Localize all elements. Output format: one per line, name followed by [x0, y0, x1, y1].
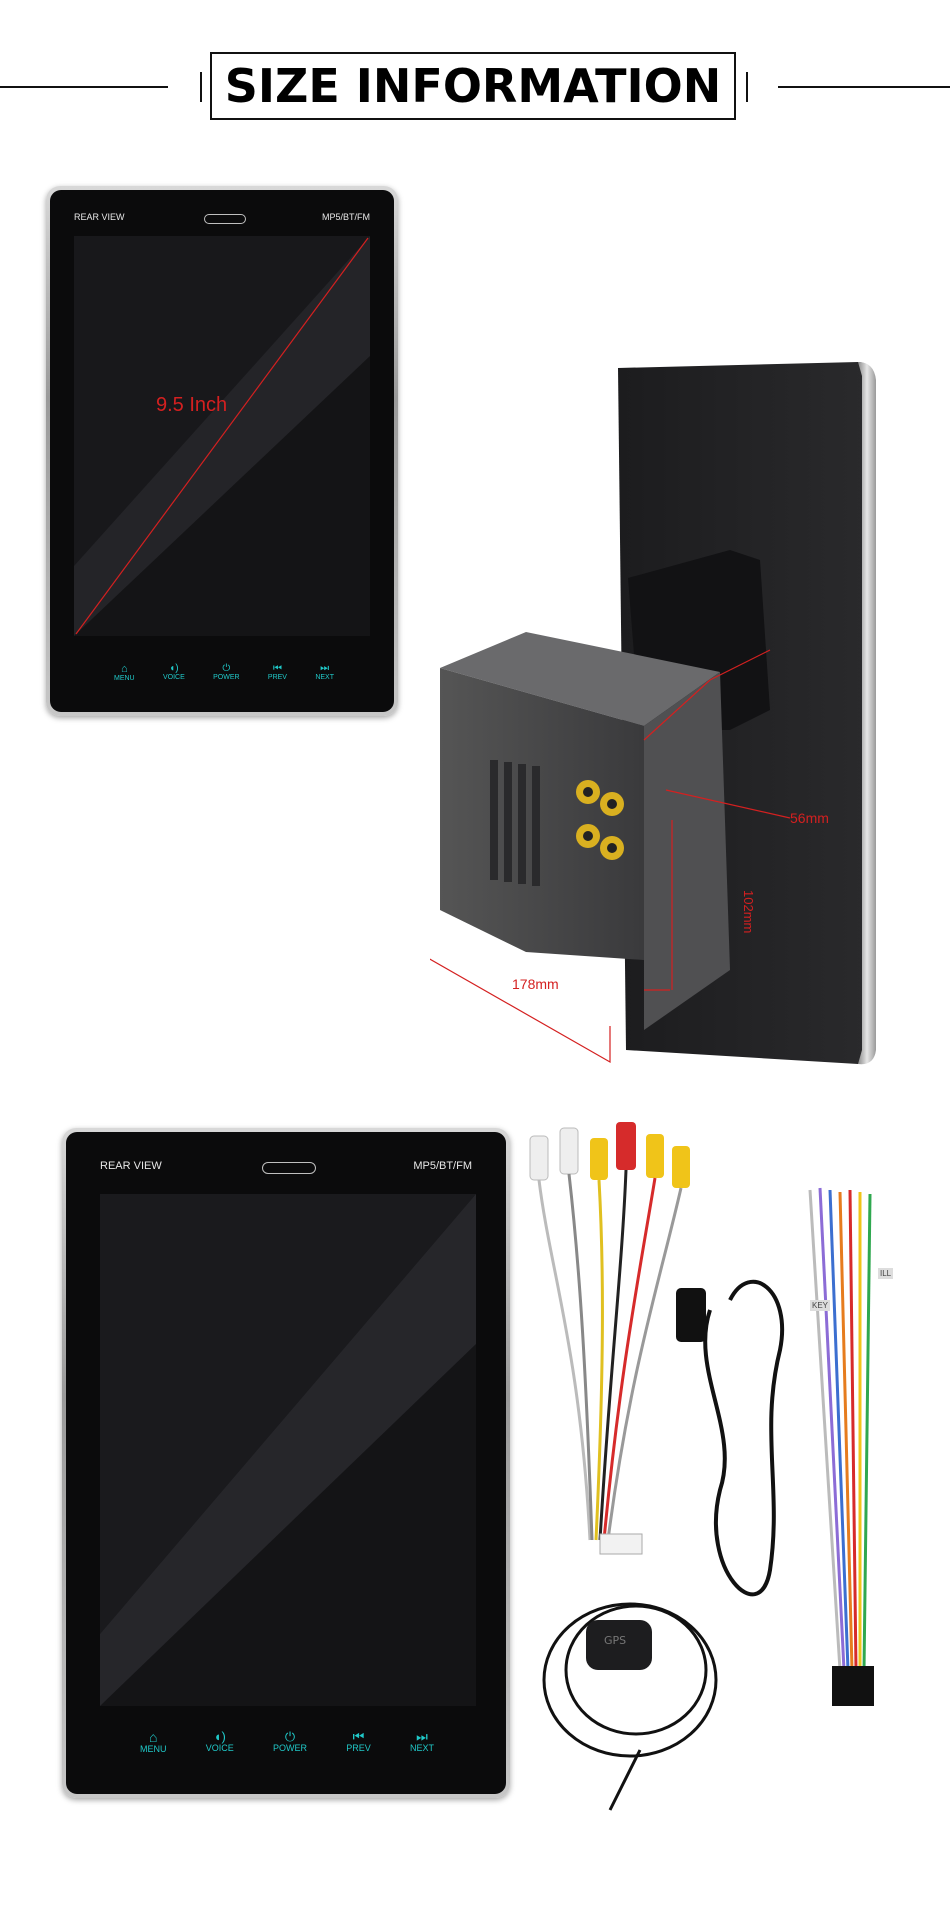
harness-tag-ill: ILL [878, 1268, 894, 1279]
title-frame: SIZE INFORMATION [210, 52, 736, 120]
menu-label-large: MENU [140, 1744, 167, 1754]
page-title: SIZE INFORMATION [224, 59, 722, 113]
next-button-large[interactable]: ⏭NEXT [410, 1730, 434, 1754]
power-harness [808, 1187, 874, 1706]
next-button[interactable]: ⏭NEXT [315, 664, 334, 682]
header-right-rule [778, 86, 950, 88]
power-label-large: POWER [272, 1743, 307, 1753]
next-icon: ⏭ [320, 663, 330, 674]
chassis-front [440, 668, 644, 960]
device-front-large: REAR VIEW MP5/BT/FM ⌂MENU ◖)VOICE ⏻POWER… [62, 1128, 510, 1798]
mode-label: MP5/BT/FM [321, 212, 370, 222]
mode-label-large: MP5/BT/FM [413, 1160, 472, 1172]
next-icon: ⏭ [416, 1729, 428, 1744]
home-icon: ⌂ [120, 663, 128, 675]
device-bezel-large: REAR VIEW MP5/BT/FM ⌂MENU ◖)VOICE ⏻POWER… [66, 1132, 506, 1794]
height-label: 102mm [741, 890, 756, 934]
prev-button-large[interactable]: ⏮PREV [346, 1730, 371, 1754]
rca-plugs [529, 1122, 690, 1188]
next-label-large: NEXT [409, 1743, 434, 1753]
rear-view-label-large: REAR VIEW [100, 1160, 162, 1172]
menu-button[interactable]: ⌂MENU [114, 663, 135, 683]
menu-button-large[interactable]: ⌂MENU [140, 1730, 167, 1754]
menu-label: MENU [114, 675, 135, 682]
touch-buttons: ⌂MENU ◖)VOICE ⏻POWER ⏮PREV ⏭NEXT [114, 663, 334, 683]
rear-view-label: REAR VIEW [74, 212, 125, 222]
rca-wires [537, 1169, 683, 1541]
accessories-illustration [529, 1122, 874, 1811]
gps-label: GPS [604, 1634, 627, 1647]
width-label: 178mm [512, 976, 559, 992]
chassis-side [644, 672, 730, 1030]
diagonal-measure-line [75, 237, 369, 635]
power-icon: ⏻ [284, 1729, 296, 1744]
screen-gloss [74, 236, 370, 636]
rca-ports [576, 780, 624, 860]
header-left-rule [0, 86, 168, 88]
voice-button-large[interactable]: ◖)VOICE [206, 1730, 234, 1754]
voice-label-large: VOICE [205, 1743, 234, 1753]
voice-button[interactable]: ◖)VOICE [163, 664, 185, 682]
power-button[interactable]: ⏻POWER [213, 664, 239, 682]
power-icon: ⏻ [222, 663, 231, 674]
screen-gloss-large [100, 1194, 476, 1706]
mic-icon: ◖) [213, 1729, 226, 1744]
prev-label-large: PREV [346, 1743, 371, 1753]
header-left-tick [200, 72, 202, 102]
voice-label: VOICE [162, 674, 185, 681]
prev-label: PREV [267, 674, 287, 681]
power-button-large[interactable]: ⏻POWER [273, 1730, 307, 1754]
device-bezel: REAR VIEW MP5/BT/FM 9.5 Inch ⌂MENU ◖)VOI… [50, 190, 394, 712]
device-front-small: REAR VIEW MP5/BT/FM 9.5 Inch ⌂MENU ◖)VOI… [46, 186, 398, 716]
touch-buttons-large: ⌂MENU ◖)VOICE ⏻POWER ⏮PREV ⏭NEXT [140, 1730, 434, 1754]
header-right-tick [746, 72, 748, 102]
harness-tag-key: KEY [810, 1300, 831, 1311]
panel-edge [858, 362, 876, 1065]
power-label: POWER [213, 674, 240, 681]
usb-cable [676, 1279, 784, 1597]
depth-label: 56mm [790, 810, 829, 826]
accessories: GPS KEY ILL [520, 1110, 940, 1830]
chassis-top [440, 632, 720, 726]
rca-cable [529, 1122, 690, 1555]
display-screen: 9.5 Inch [74, 236, 370, 636]
rear-unit-illustration [427, 362, 876, 1065]
mic-icon: ◖) [169, 663, 179, 674]
prev-icon: ⏮ [272, 663, 282, 674]
rear-unit: 56mm 102mm 178mm [427, 350, 890, 1090]
rca-connector [599, 1533, 643, 1555]
diagonal-label: 9.5 Inch [156, 394, 228, 416]
speaker-slot [204, 214, 246, 224]
gps-antenna [542, 1602, 718, 1811]
prev-button[interactable]: ⏮PREV [268, 664, 287, 682]
heatsink-fins [490, 760, 540, 886]
speaker-slot-large [262, 1162, 316, 1174]
display-screen-large [100, 1194, 476, 1706]
home-icon: ⌂ [149, 1729, 158, 1745]
prev-icon: ⏮ [352, 1729, 365, 1744]
next-label: NEXT [315, 674, 334, 681]
